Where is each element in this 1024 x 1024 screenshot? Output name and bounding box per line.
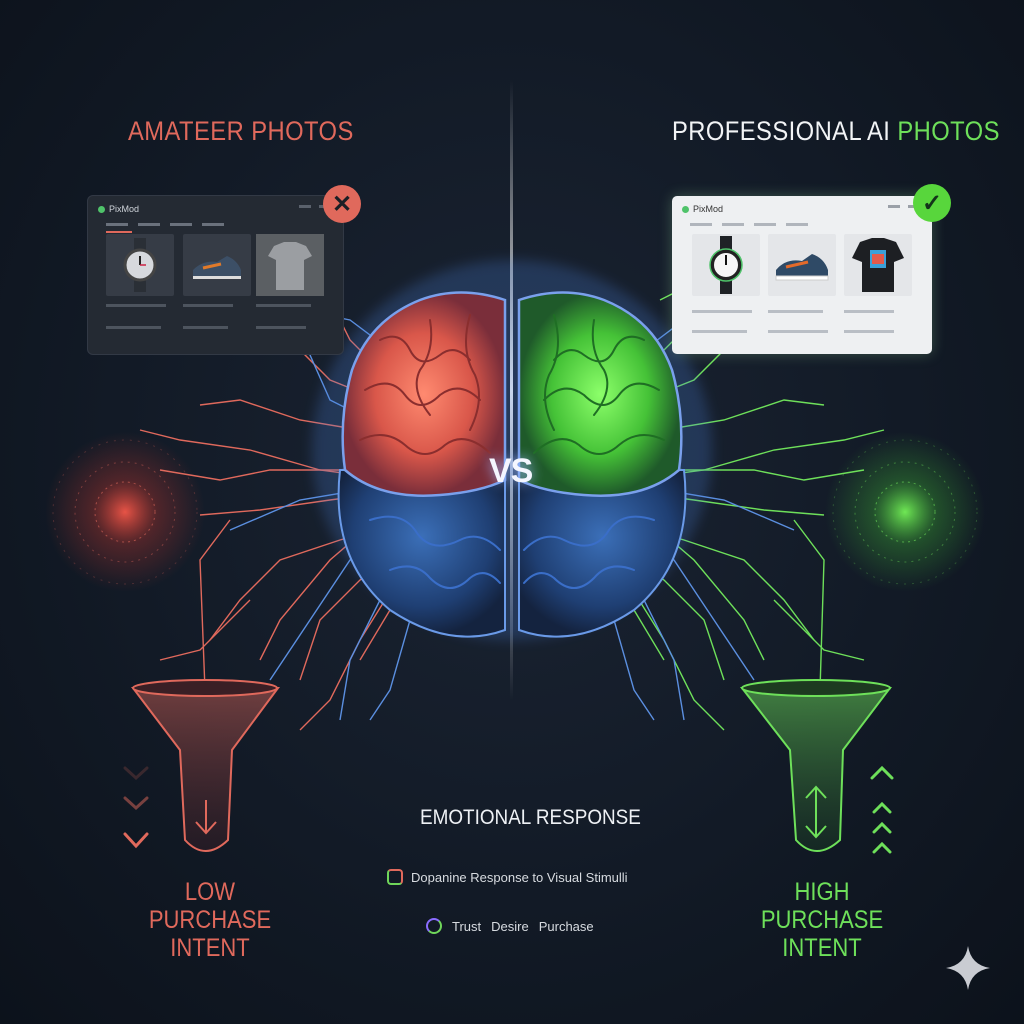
vs-label: VS [489, 452, 533, 490]
high-purchase-intent: HIGH PURCHASE INTENT [760, 878, 884, 962]
product-shoe-photo [768, 234, 836, 296]
x-icon: ✕ [331, 190, 353, 218]
pulse-left [45, 432, 205, 592]
professional-store-card: PixMod [672, 196, 932, 354]
down-chevrons-icon [123, 766, 149, 849]
product-watch-photo [692, 234, 760, 296]
step-purchase: Purchase [538, 918, 594, 934]
store-tabs [106, 223, 224, 226]
funnel-left [130, 679, 280, 852]
up-chevrons-icon [870, 765, 894, 854]
store-logo: PixMod [98, 204, 139, 214]
active-tab-underline [106, 231, 132, 233]
dopamine-icon [387, 869, 403, 885]
trust-cycle-icon [426, 918, 442, 934]
step-desire: Desire [491, 918, 529, 934]
amateur-store-card: PixMod [88, 196, 343, 354]
emotional-response-heading: EMOTIONAL RESPONSE [420, 806, 641, 829]
product-shirt-photo [844, 234, 912, 296]
sparkle-icon [946, 946, 990, 990]
reject-badge: ✕ [323, 185, 361, 223]
product-shirt-photo [256, 234, 324, 296]
left-title: AMATEER PHOTOS [128, 116, 354, 146]
low-purchase-intent: LOW PURCHASE INTENT [148, 878, 272, 962]
dopamine-row: Dopanine Response to Visual Stimulli [387, 869, 628, 885]
logo-icon [682, 205, 689, 213]
step-trust: Trust [452, 918, 482, 934]
store-logo: PixMod [682, 204, 723, 214]
dopamine-label: Dopanine Response to Visual Stimulli [411, 869, 628, 885]
right-title: PROFESSIONAL AI PHOTOS [672, 116, 1000, 146]
approve-badge: ✓ [913, 184, 951, 222]
funnel-right [739, 679, 893, 852]
brain-icon [312, 260, 712, 640]
check-icon: ✓ [921, 189, 943, 217]
product-shoe-photo [183, 234, 251, 296]
logo-icon [98, 205, 105, 213]
product-watch-photo [106, 234, 174, 296]
pulse-right [825, 432, 985, 592]
store-tabs [690, 223, 808, 226]
trust-desire-purchase-row: Trust Desire Purchase [426, 918, 594, 934]
